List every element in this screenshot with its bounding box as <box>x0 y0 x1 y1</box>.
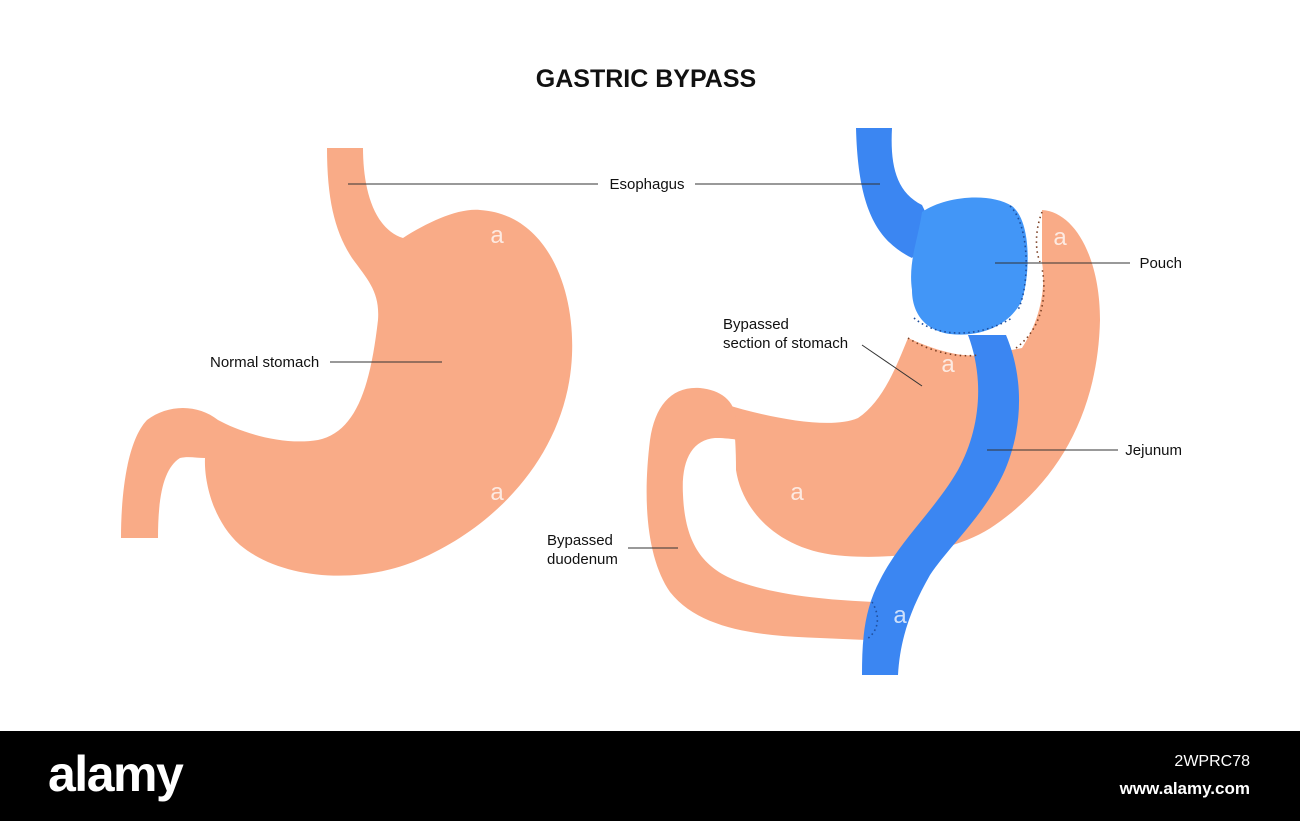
site-url: www.alamy.com <box>1119 779 1250 798</box>
esophagus-shape <box>856 128 935 258</box>
watermark-glyph: a <box>490 479 504 506</box>
watermark-glyph: a <box>1053 224 1067 251</box>
label-normal-stomach: Normal stomach <box>210 354 319 371</box>
alamy-logo: alamy <box>48 746 184 802</box>
watermark-glyph: a <box>790 479 804 506</box>
remnant-staple-line-top <box>1035 211 1043 263</box>
label-bypassed-duodenum-line2: duodenum <box>547 551 618 568</box>
watermark-glyph: a <box>490 222 504 249</box>
diagram-title: GASTRIC BYPASS <box>536 65 756 93</box>
labels: Esophagus Normal stomach Pouch Bypassed … <box>210 176 1182 568</box>
stock-watermark-bar: alamy 2WPRC78 www.alamy.com <box>0 731 1300 821</box>
label-bypassed-section-line2: section of stomach <box>723 335 848 352</box>
label-bypassed-duodenum-line1: Bypassed <box>547 532 613 549</box>
label-bypassed-section-line1: Bypassed <box>723 316 789 333</box>
watermark-glyph: a <box>893 602 907 629</box>
watermark-glyphs: a a a a a a <box>490 222 1067 629</box>
label-esophagus: Esophagus <box>609 176 684 193</box>
normal-stomach-illustration <box>121 148 573 576</box>
label-jejunum: Jejunum <box>1125 442 1182 459</box>
jejunum-anastomosis-stitches <box>865 601 879 641</box>
bypassed-stomach-shape <box>724 210 1100 557</box>
jejunum-shape <box>862 335 1020 675</box>
pouch-staple-line-right <box>1009 205 1027 311</box>
label-pouch: Pouch <box>1139 255 1182 272</box>
watermark-glyph: a <box>941 351 955 378</box>
bypass-illustration <box>646 128 1100 675</box>
pouch-shape <box>911 197 1028 335</box>
bypassed-duodenum-shape <box>646 387 874 640</box>
image-id: 2WPRC78 <box>1174 753 1250 770</box>
normal-stomach-shape <box>121 148 573 576</box>
bypassed-section-leader <box>861 344 923 387</box>
